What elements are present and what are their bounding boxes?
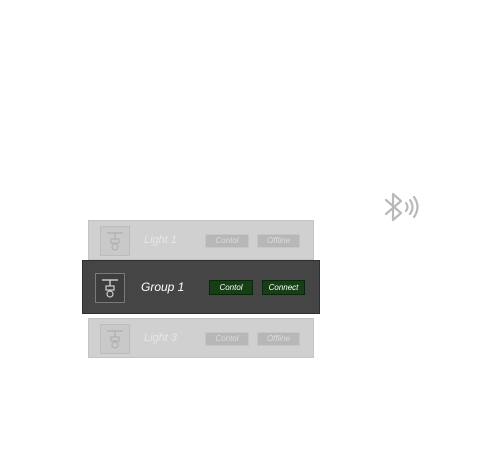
spotlight-icon: [95, 273, 125, 303]
device-row-light-3[interactable]: Light 3 Contol Offline: [88, 318, 314, 358]
device-row-group-1[interactable]: Group 1 Contol Connect: [82, 260, 320, 314]
control-button[interactable]: Contol: [205, 234, 249, 248]
connect-button[interactable]: Connect: [262, 280, 305, 295]
spotlight-icon: [100, 226, 130, 256]
device-row-light-1[interactable]: Light 1 Contol Offline: [88, 220, 314, 260]
device-name: Light 1: [144, 234, 178, 246]
connection-status-button[interactable]: Offline: [257, 234, 300, 248]
control-button[interactable]: Contol: [209, 280, 253, 295]
device-name: Group 1: [141, 280, 185, 294]
control-button[interactable]: Contol: [205, 332, 249, 346]
device-name: Light 3: [144, 332, 178, 344]
bluetooth-signal-icon: [382, 190, 422, 224]
connection-status-button[interactable]: Offline: [257, 332, 300, 346]
spotlight-icon: [100, 324, 130, 354]
